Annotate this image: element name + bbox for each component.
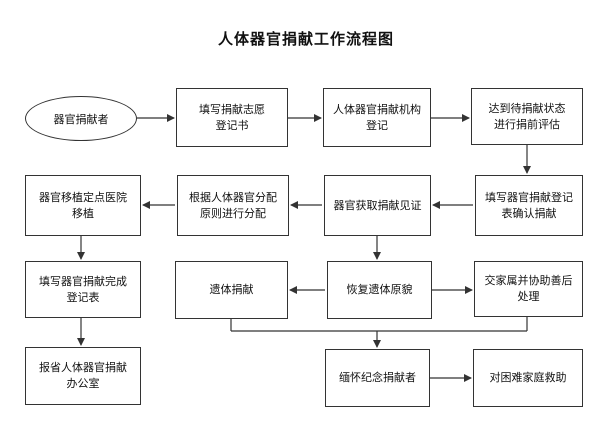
node-allocation: 根据人体器官分配 原则进行分配 [177, 175, 289, 236]
node-report-line1: 报省人体器官捐献 [39, 361, 127, 374]
node-transplant-line2: 移植 [72, 206, 94, 220]
node-register-form: 填写捐献志愿 登记书 [176, 88, 288, 147]
node-confirm-form: 填写器官捐献登记 表确认捐献 [475, 175, 583, 236]
node-complete-form-line1: 填写器官捐献完成 [39, 274, 127, 288]
node-pre-eval-line2: 进行捐前评估 [494, 117, 560, 131]
node-report: 报省人体器官捐献 办公室 [25, 347, 141, 405]
node-aid: 对困难家庭救助 [473, 349, 583, 407]
node-complete-form-line2: 登记表 [66, 290, 100, 304]
node-memorial-label: 缅怀纪念捐献者 [339, 371, 416, 384]
node-transplant-line1: 器官移植定点医院 [39, 190, 127, 204]
node-org-register-line2: 登记 [366, 118, 388, 132]
node-confirm-form-line2: 表确认捐献 [501, 206, 557, 220]
node-confirm-form-line1: 填写器官捐献登记 [485, 190, 573, 204]
node-register-form-line1: 填写捐献志愿 [199, 102, 265, 116]
node-org-register: 人体器官捐献机构 登记 [323, 88, 431, 147]
node-witness: 器官获取捐献见证 [324, 175, 431, 236]
node-restore-label: 恢复遗体原貌 [346, 283, 413, 296]
node-register-form-line2: 登记书 [215, 118, 249, 132]
node-donor: 器官捐献者 [25, 96, 137, 141]
node-body-donation-label: 遗体捐献 [209, 283, 254, 296]
node-aid-label: 对困难家庭救助 [489, 371, 567, 384]
node-pre-eval-line1: 达到待捐献状态 [488, 101, 566, 115]
node-donor-label: 器官捐献者 [53, 112, 109, 126]
node-pre-eval: 达到待捐献状态 进行捐前评估 [471, 88, 583, 145]
node-transplant: 器官移植定点医院 移植 [25, 175, 141, 236]
diagram-title: 人体器官捐献工作流程图 [217, 30, 394, 48]
node-complete-form: 填写器官捐献完成 登记表 [25, 261, 141, 318]
node-body-donation: 遗体捐献 [175, 261, 288, 319]
node-aftercare: 交家属并协助善后 处理 [474, 261, 583, 317]
node-allocation-line1: 根据人体器官分配 [189, 190, 277, 204]
node-report-line2: 办公室 [66, 377, 100, 390]
node-memorial: 缅怀纪念捐献者 [325, 349, 430, 407]
node-allocation-line2: 原则进行分配 [200, 206, 266, 220]
node-witness-label: 器官获取捐献见证 [333, 198, 422, 212]
node-aftercare-line2: 处理 [517, 290, 540, 303]
node-restore: 恢复遗体原貌 [327, 261, 432, 319]
node-aftercare-line1: 交家属并协助善后 [484, 274, 573, 287]
node-org-register-line1: 人体器官捐献机构 [333, 102, 421, 116]
